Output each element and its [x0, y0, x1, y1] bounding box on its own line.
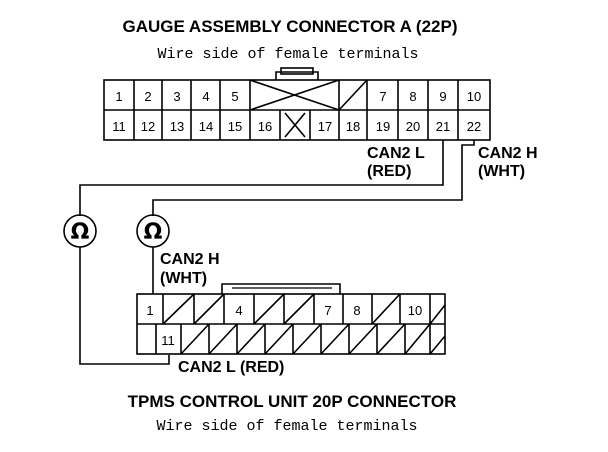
a-pin-18: 18	[346, 119, 360, 134]
b-pin-8: 8	[353, 303, 360, 318]
a-pin-1: 1	[115, 89, 122, 104]
can2h-color-a: (WHT)	[478, 163, 525, 180]
can2h-label-a: CAN2 H	[478, 145, 538, 162]
connector-a: 1 2 3 4 5 7 8 9 10 11 12 13 14 15 16 17 …	[103, 67, 491, 141]
a-pin-20: 20	[406, 119, 420, 134]
connector-a-title: GAUGE ASSEMBLY CONNECTOR A (22P)	[122, 17, 457, 36]
a-pin-10: 10	[467, 89, 481, 104]
a-pin-2: 2	[144, 89, 151, 104]
can2h-label-b: CAN2 H	[160, 251, 220, 268]
a-pin-11: 11	[112, 119, 126, 134]
a-pin-15: 15	[228, 119, 242, 134]
connector-b: 1 4 7 8 10 11	[136, 283, 446, 355]
connector-b-title: TPMS CONTROL UNIT 20P CONNECTOR	[128, 392, 457, 411]
a-pin-12: 12	[141, 119, 155, 134]
ohmmeter-right: Ω	[136, 214, 170, 248]
ohm-symbol-right: Ω	[144, 220, 163, 245]
a-pin-17: 17	[318, 119, 332, 134]
b-pin-11: 11	[161, 333, 175, 348]
ohm-symbol-left: Ω	[71, 220, 90, 245]
can2l-color-a: (RED)	[367, 163, 411, 180]
a-pin-19: 19	[376, 119, 390, 134]
ohmmeter-left: Ω	[63, 214, 97, 248]
a-pin-4: 4	[202, 89, 209, 104]
connector-a-lock	[280, 67, 314, 75]
can2h-wire-a	[152, 140, 475, 216]
a-pin-5: 5	[231, 89, 238, 104]
can2h-color-b: (WHT)	[160, 270, 207, 287]
a-pin-13: 13	[170, 119, 184, 134]
a-pin-16: 16	[258, 119, 272, 134]
a-pin-21: 21	[436, 119, 450, 134]
connector-b-lock	[221, 283, 341, 294]
a-pin-14: 14	[199, 119, 213, 134]
a-pin-3: 3	[173, 89, 180, 104]
connector-b-subtitle: Wire side of female terminals	[156, 418, 417, 435]
b-pin-10: 10	[408, 303, 422, 318]
can2l-wire-b	[79, 247, 170, 365]
b-pin-1: 1	[146, 303, 153, 318]
can2l-wire-a	[79, 140, 444, 216]
b-pin-4: 4	[235, 303, 242, 318]
a-pin-9: 9	[439, 89, 446, 104]
b-pin-7: 7	[324, 303, 331, 318]
a-pin-7: 7	[379, 89, 386, 104]
can2l-label-b: CAN2 L (RED)	[178, 359, 284, 376]
can2l-label-a: CAN2 L	[367, 145, 425, 162]
a-pin-8: 8	[409, 89, 416, 104]
a-pin-22: 22	[467, 119, 481, 134]
connector-a-subtitle: Wire side of female terminals	[157, 46, 418, 63]
connector-a-lock-tab	[275, 71, 319, 80]
